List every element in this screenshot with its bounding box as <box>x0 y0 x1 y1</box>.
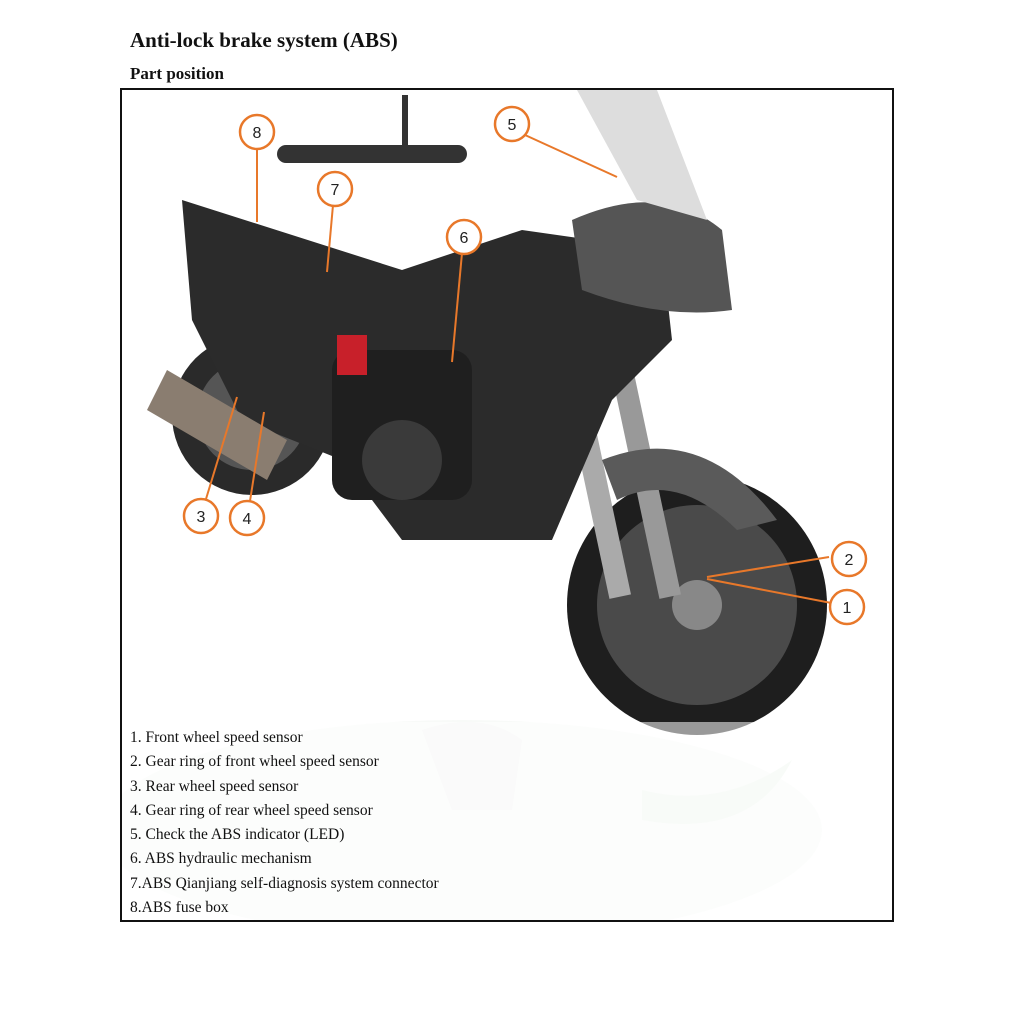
figure-frame: 1 2 3 4 5 6 7 8 1. Front wheel speed sensor 2. … <box>120 88 894 922</box>
legend-item: 2. Gear ring of front wheel speed sensor <box>130 753 379 771</box>
leader-line-3 <box>205 396 238 500</box>
callout-circle <box>830 540 868 578</box>
callout-7: 7 <box>316 170 354 208</box>
callout-number: 1 <box>843 600 852 617</box>
leader-line-5 <box>524 134 618 178</box>
motorcycle-photo: 1 2 3 4 5 6 7 8 <box>122 90 892 920</box>
callout-number: 8 <box>253 125 262 142</box>
leader-line-1 <box>706 578 848 607</box>
callout-5: 5 <box>493 105 531 143</box>
legend-item: 1. Front wheel speed sensor <box>130 729 303 746</box>
parts-legend: 1. Front wheel speed sensor 2. Gear ring… <box>130 726 439 920</box>
leader-line-4 <box>249 411 265 502</box>
callout-circle <box>316 170 354 208</box>
callout-1: 1 <box>828 588 866 626</box>
callout-number: 5 <box>508 117 517 134</box>
callout-number: 3 <box>197 509 206 526</box>
leader-line-6 <box>451 252 463 363</box>
section-subtitle: Part position <box>130 64 224 83</box>
callout-4: 4 <box>228 499 266 537</box>
legend-item: 6. ABS hydraulic mechanism <box>130 850 312 868</box>
callout-2: 2 <box>830 540 868 578</box>
callout-circle <box>182 497 220 535</box>
legend-item: 4. Gear ring of rear wheel speed sensor <box>130 801 373 819</box>
callout-circle <box>493 105 531 143</box>
callout-8: 8 <box>238 113 276 151</box>
callout-number: 6 <box>460 230 469 247</box>
callout-circle <box>828 588 866 626</box>
leader-line-2 <box>706 556 830 578</box>
callout-3: 3 <box>182 497 220 535</box>
legend-item: 7.ABS Qianjiang self-diagnosis system co… <box>130 874 439 892</box>
legend-item: 5. Check the ABS indicator (LED) <box>130 826 345 844</box>
legend-item: 3. Rear wheel speed sensor <box>130 777 299 795</box>
legend-item: 8.ABS fuse box <box>130 899 229 917</box>
callout-6: 6 <box>445 218 483 256</box>
leader-line-7 <box>326 204 334 273</box>
callout-circle <box>238 113 276 151</box>
callout-circle <box>445 218 483 256</box>
callout-number: 7 <box>331 182 340 199</box>
callout-circle <box>228 499 266 537</box>
page-title: Anti-lock brake system (ABS) <box>130 28 398 52</box>
callout-number: 4 <box>243 511 252 528</box>
callout-number: 2 <box>845 552 854 569</box>
